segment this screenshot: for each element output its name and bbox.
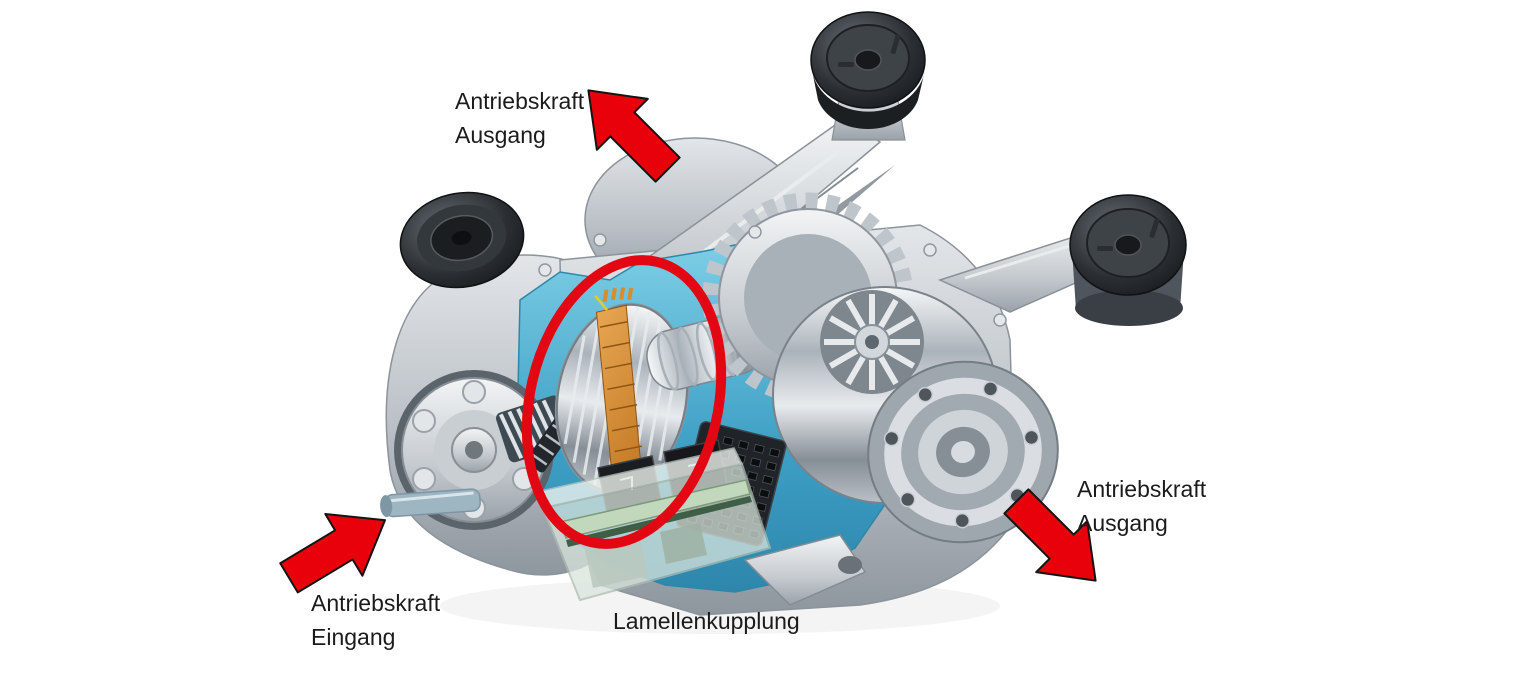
label-line: Ausgang [455, 122, 546, 148]
input-shaft [380, 488, 481, 518]
bevel-gear [820, 290, 924, 394]
label-line: Antriebskraft [1077, 476, 1207, 502]
label-output-left: Antriebskraft Ausgang [455, 84, 584, 152]
rubber-mount-right [1069, 194, 1187, 326]
label-clutch: Lamellenkupplung [613, 608, 800, 634]
arrow-input-icon [279, 513, 387, 594]
label-line: Eingang [311, 624, 396, 650]
label-output-right: Antriebskraft Ausgang [1077, 472, 1206, 540]
output-flange [867, 360, 1059, 544]
arrow-output-right-icon [1003, 488, 1097, 582]
rubber-mount-top [810, 11, 926, 130]
arrow-output-left-icon [587, 89, 681, 183]
label-input: Antriebskraft Eingang [311, 586, 440, 654]
housing-bolts [538, 225, 1007, 327]
rubber-mount-cap [399, 191, 525, 289]
label-line: Ausgang [1077, 510, 1168, 536]
label-line: Antriebskraft [455, 88, 585, 114]
highlight-ellipse [521, 255, 727, 549]
label-line: Antriebskraft [311, 590, 441, 616]
